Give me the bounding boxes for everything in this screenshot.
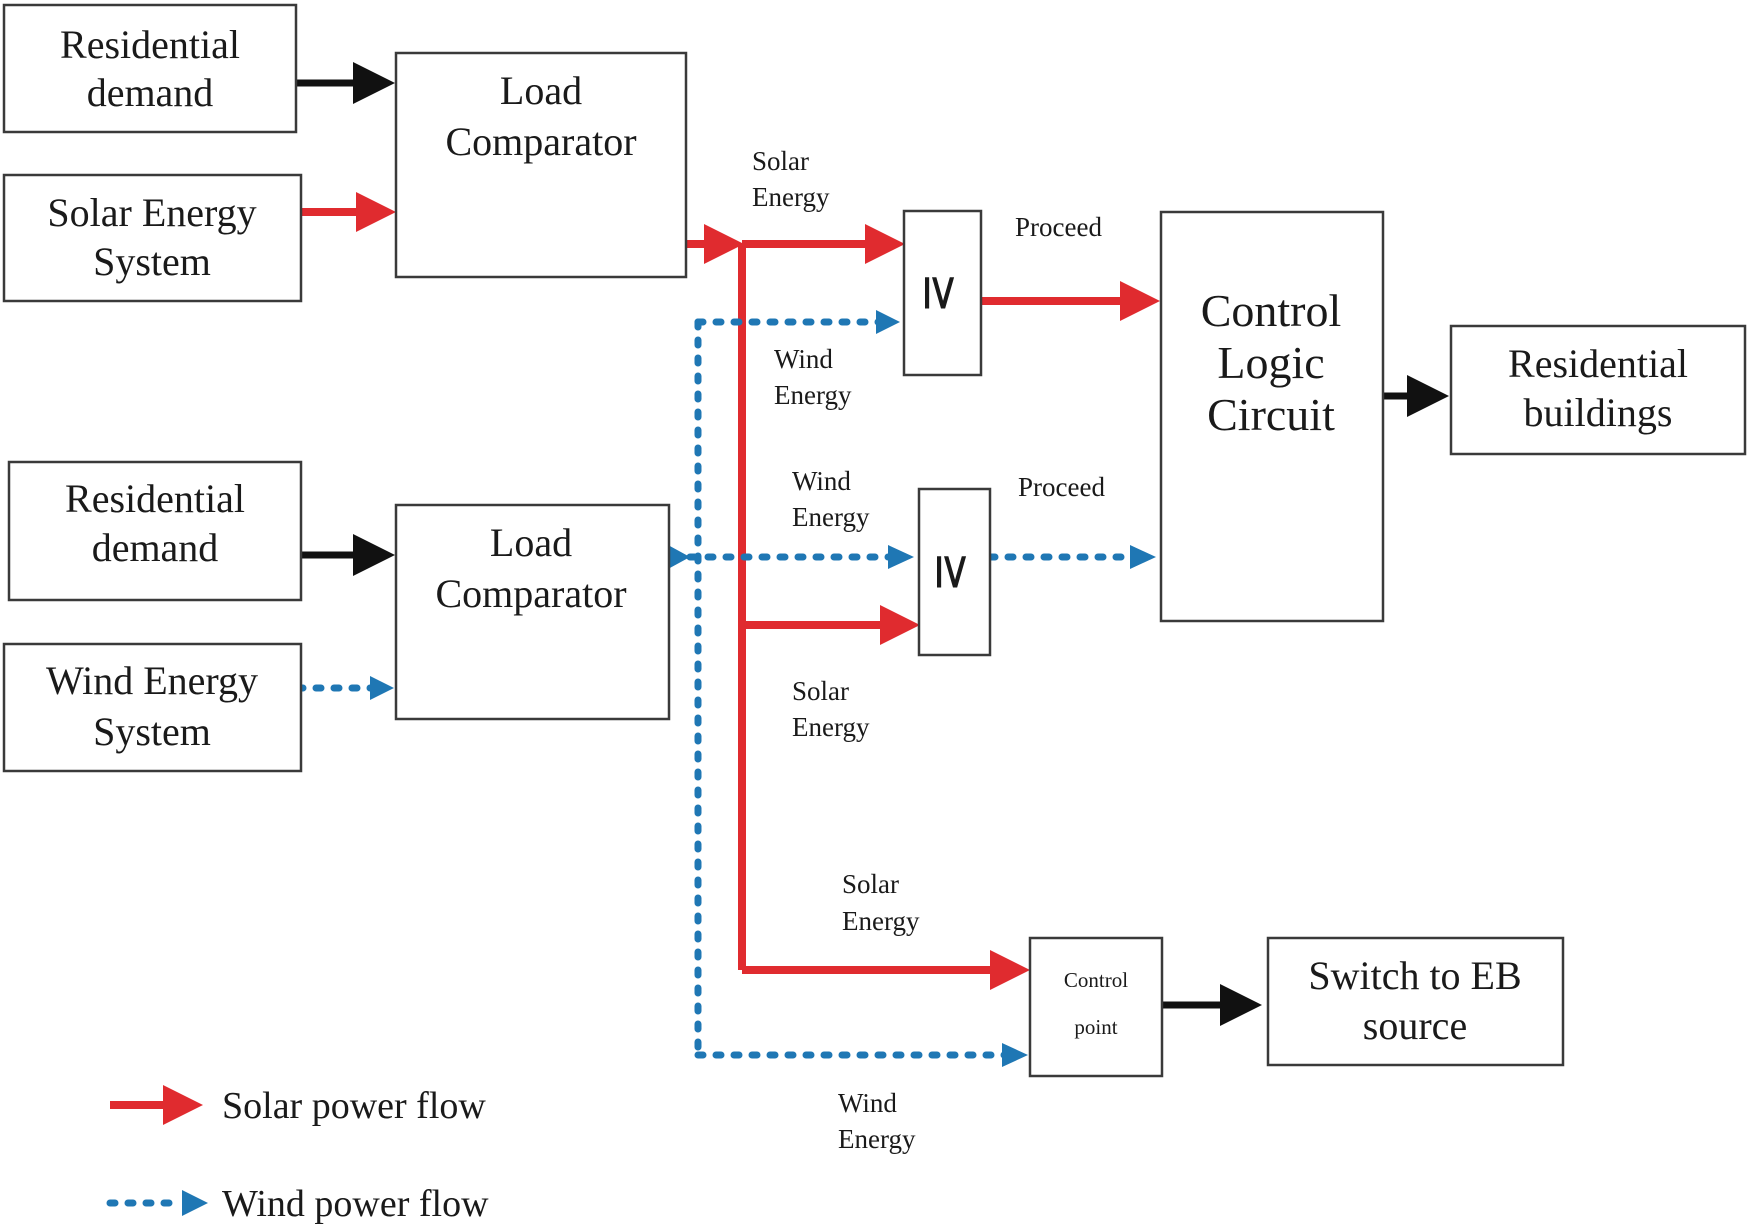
flow-label-wind: Energy (838, 1124, 916, 1154)
block-label: Residential (1508, 341, 1688, 386)
block-compare-lower: ≥ (917, 487, 992, 657)
flow-label-solar: Solar (792, 676, 849, 706)
flow-label-solar: Energy (842, 906, 920, 936)
block-label: source (1363, 1003, 1467, 1048)
block-label: Switch to EB (1308, 953, 1521, 998)
block-wind-energy-system: Wind Energy System (2, 642, 303, 773)
wind-arrowhead (1002, 1043, 1028, 1067)
wind-arrowhead (370, 676, 394, 700)
block-residential-buildings: Residential buildings (1449, 324, 1747, 456)
block-label: Control (1201, 285, 1342, 336)
wind-arrowhead (668, 545, 690, 569)
block-label: Solar Energy (47, 190, 256, 235)
flow-label-solar: Solar (752, 146, 809, 176)
flow-label-proceed: Proceed (1015, 212, 1102, 242)
legend: Solar power flow Wind power flow (106, 1085, 489, 1225)
legend-wind-arrowhead (182, 1190, 208, 1216)
block-compare-upper: ≥ (902, 209, 983, 377)
flow-labels: Solar Energy Wind Energy Proceed Wind En… (752, 146, 1105, 1154)
wind-arrowhead (1130, 545, 1156, 569)
block-residential-demand-1: Residential demand (2, 3, 298, 134)
block-label: point (1074, 1015, 1117, 1039)
block-label: Residential (65, 476, 245, 521)
flow-label-solar: Energy (792, 712, 870, 742)
connections (294, 62, 1449, 1067)
block-label: Load (490, 520, 572, 565)
legend-solar-label: Solar power flow (222, 1085, 486, 1127)
block-solar-energy-system: Solar Energy System (2, 173, 303, 303)
block-label: Control (1064, 968, 1128, 992)
flow-label-wind: Wind (838, 1088, 897, 1118)
wind-arrowhead (876, 310, 900, 334)
flow-label-wind: Energy (774, 380, 852, 410)
legend-wind-label: Wind power flow (222, 1183, 489, 1225)
block-label: buildings (1524, 390, 1673, 435)
greater-equal-symbol: ≥ (913, 272, 971, 314)
flow-label-proceed: Proceed (1018, 472, 1105, 502)
greater-equal-symbol: ≥ (925, 551, 983, 593)
block-label: Load (500, 68, 582, 113)
flow-label-solar: Solar (842, 869, 899, 899)
flow-label-wind: Wind (774, 344, 833, 374)
block-label: demand (87, 70, 214, 115)
block-label: Wind Energy (46, 658, 258, 703)
block-label: Comparator (445, 119, 636, 164)
block-load-comparator-2: Load Comparator (394, 503, 671, 721)
block-residential-demand-2: Residential demand (7, 460, 303, 602)
flow-label-wind: Wind (792, 466, 851, 496)
block-load-comparator-1: Load Comparator (394, 51, 688, 279)
block-label: Circuit (1207, 389, 1335, 440)
block-control-point: Control point (1028, 936, 1164, 1078)
block-label: Residential (60, 22, 240, 67)
wind-arrowhead (888, 545, 914, 569)
block-label: demand (92, 525, 219, 570)
block-label: Logic (1217, 337, 1324, 388)
flow-label-solar: Energy (752, 182, 830, 212)
flow-label-wind: Energy (792, 502, 870, 532)
block-label: Comparator (435, 571, 626, 616)
block-control-logic-circuit: Control Logic Circuit (1159, 210, 1385, 623)
block-switch-to-eb: Switch to EB source (1266, 936, 1565, 1067)
block-label: System (93, 709, 211, 754)
block-label: System (93, 239, 211, 284)
